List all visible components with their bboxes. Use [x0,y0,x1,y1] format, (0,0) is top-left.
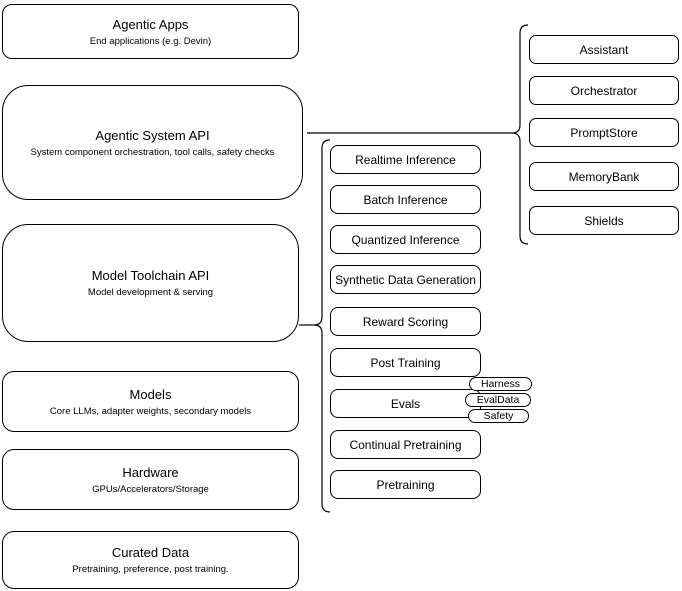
box-subtitle: Pretraining, preference, post training. [72,564,229,575]
box-title: Model Toolchain API [91,268,210,283]
box-subtitle: End applications (e.g. Devin) [89,35,212,47]
box-label: PromptStore [570,125,638,140]
box-reward-scoring: Reward Scoring [330,307,481,336]
box-model-toolchain-api: Model Toolchain API Model development & … [2,224,299,342]
box-agentic-apps: Agentic Apps End applications (e.g. Devi… [2,4,299,59]
box-title: Agentic System API [95,127,210,143]
box-continual-pretraining: Continual Pretraining [330,430,481,459]
box-label: Orchestrator [570,83,638,98]
box-label: MemoryBank [568,169,640,184]
box-label: Batch Inference [363,192,448,207]
pill-harness: Harness [469,377,532,391]
pill-safety: Safety [468,409,529,423]
box-subtitle: Model development & serving [87,287,214,298]
box-title: Hardware [122,464,179,480]
pill-label: Harness [480,378,521,390]
box-label: Pretraining [376,477,435,492]
box-orchestrator: Orchestrator [529,76,679,105]
box-label: Continual Pretraining [349,437,462,452]
box-assistant: Assistant [529,35,679,64]
box-title: Models [129,386,172,402]
toolchain-brace [313,139,331,513]
box-subtitle: Core LLMs, adapter weights, secondary mo… [49,405,252,417]
box-pretraining: Pretraining [330,470,481,499]
box-memorybank: MemoryBank [529,162,679,191]
box-quantized-inference: Quantized Inference [330,225,481,254]
box-title: Agentic Apps [112,16,189,32]
pill-label: EvalData [476,394,520,406]
box-title: Curated Data [111,545,190,560]
box-models: Models Core LLMs, adapter weights, secon… [2,371,299,432]
box-hardware: Hardware GPUs/Accelerators/Storage [2,449,299,510]
box-label: Synthetic Data Generation [335,272,476,287]
box-label: Assistant [579,42,629,57]
box-promptstore: PromptStore [529,118,679,147]
box-synthetic-data-generation: Synthetic Data Generation [330,265,481,294]
box-realtime-inference: Realtime Inference [330,145,481,174]
box-label: Realtime Inference [355,152,456,167]
box-label: Post Training [370,355,441,370]
box-batch-inference: Batch Inference [330,185,481,214]
box-label: Quantized Inference [351,232,460,247]
components-brace [511,24,529,245]
box-subtitle: GPUs/Accelerators/Storage [92,483,209,495]
box-label: Shields [584,213,624,228]
box-shields: Shields [529,206,679,235]
box-evals: Evals [330,389,481,418]
box-curated-data: Curated Data Pretraining, preference, po… [2,531,299,589]
box-post-training: Post Training [330,348,481,377]
pill-evaldata: EvalData [465,393,531,407]
box-agentic-system-api: Agentic System API System component orch… [2,85,303,200]
box-subtitle: System component orchestration, tool cal… [30,146,275,158]
box-label: Evals [390,396,421,411]
pill-label: Safety [483,410,514,422]
box-label: Reward Scoring [362,314,449,329]
